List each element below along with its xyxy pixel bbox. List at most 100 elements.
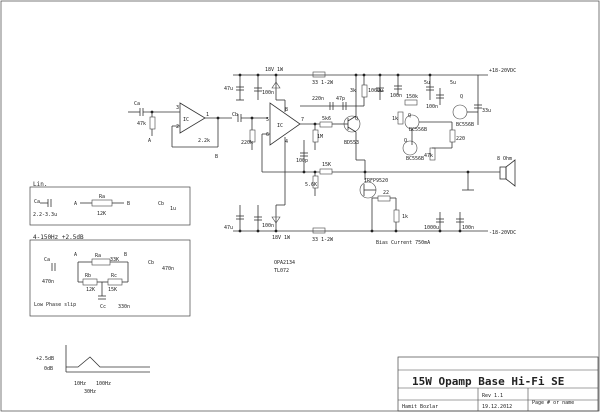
inset-eq: 4-150Hz +2.5dB Ca 470n A B Ra 33K Rb 12K… [29,234,191,317]
svg-text:30Hz: 30Hz [84,389,96,395]
svg-text:150k: 150k [406,94,418,100]
svg-text:330n: 330n [118,304,130,310]
svg-text:33 1-2W: 33 1-2W [312,237,334,243]
svg-text:1k: 1k [392,116,398,122]
svg-text:IRFP9520: IRFP9520 [364,178,388,184]
svg-text:100n: 100n [262,223,274,229]
svg-text:10Hz: 10Hz [74,381,86,387]
svg-text:12K: 12K [97,211,106,217]
svg-text:100Hz: 100Hz [96,381,111,387]
svg-text:220n: 220n [312,96,324,102]
svg-text:47k: 47k [424,153,433,159]
svg-text:5k6: 5k6 [322,116,331,122]
svg-text:1000u: 1000u [424,225,439,231]
inset-eq-rc [107,278,123,286]
negative-rail-label: -18-20VDC [489,230,516,236]
opamp-part-1: OPA2134 [274,260,295,266]
title-block: 15W Opamp Base Hi-Fi SE Hamit Bozlar Rev… [397,356,599,412]
svg-text:4-150Hz +2.5dB: 4-150Hz +2.5dB [33,234,84,241]
svg-text:Ra: Ra [99,194,105,200]
svg-text:5u: 5u [424,80,430,86]
svg-text:18V 1W: 18V 1W [265,67,284,73]
bias-current-label: Bias Current 750mA [376,240,430,246]
r220 [449,129,456,143]
svg-text:1: 1 [206,112,209,118]
svg-text:A: A [148,138,151,144]
svg-text:A: A [74,201,77,207]
svg-text:5.6K: 5.6K [305,182,317,188]
svg-text:Lin.: Lin. [33,181,47,188]
svg-text:100p: 100p [296,158,308,164]
svg-text:1k: 1k [402,214,408,220]
svg-text:100n: 100n [426,104,438,110]
svg-text:4: 4 [285,139,288,145]
svg-text:Ca: Ca [44,257,50,263]
svg-text:BC556B: BC556B [409,127,427,133]
svg-text:220: 220 [456,136,465,142]
svg-text:Cc: Cc [100,304,106,310]
svg-text:2.2k: 2.2k [198,138,210,144]
r1m [312,129,319,143]
opamp-1 [179,102,206,134]
r1k-2 [393,209,400,223]
schematic-title: 15W Opamp Base Hi-Fi SE [412,375,564,388]
bd553-transistor [343,115,361,133]
inset-lin-resistor [91,199,113,207]
svg-text:2.2-3.3u: 2.2-3.3u [33,212,57,218]
svg-text:7: 7 [301,117,304,123]
response-graph: +2.5dB 0dB 10Hz 100Hz 30Hz [36,345,150,395]
svg-text:100n: 100n [262,90,274,96]
r47k-input [149,116,156,130]
svg-text:Cb: Cb [158,201,164,207]
svg-text:B: B [127,201,130,207]
r220-2 [312,175,319,189]
svg-text:1u: 1u [170,206,176,212]
svg-text:IC: IC [277,123,283,129]
inset-eq-ra [91,258,111,266]
inset-lin: Lin. Ca 2.2-3.3u A Ra 12K B Cb 1u [29,181,191,226]
svg-text:Q: Q [460,94,463,100]
bc556-transistor-3 [452,104,468,120]
svg-text:8: 8 [285,107,288,113]
svg-text:100n: 100n [462,225,474,231]
r15k [319,168,333,175]
revision: Rev 1.1 [482,393,503,399]
positive-rail-label: +18-20VDC [489,68,516,74]
svg-text:47k: 47k [137,121,146,127]
svg-text:47p: 47p [336,96,345,102]
svg-text:+2.5dB: +2.5dB [36,356,54,362]
r33-bottom [312,227,326,234]
opamp-2 [269,102,301,146]
svg-text:B: B [124,252,127,258]
r150k [404,99,418,106]
r1k [397,111,404,125]
inset-eq-rb [82,278,98,286]
svg-text:12K: 12K [86,287,95,293]
r5k6 [319,121,333,128]
svg-text:BC556B: BC556B [456,122,474,128]
svg-text:Q: Q [355,116,358,122]
svg-text:100n: 100n [390,93,402,99]
svg-text:IC: IC [183,117,189,123]
svg-text:Ra: Ra [95,253,101,259]
svg-text:18V 1W: 18V 1W [272,235,291,241]
svg-text:B: B [215,154,218,160]
svg-text:470n: 470n [162,266,174,272]
bc556-transistor-2 [402,140,418,156]
svg-text:33 1-2W: 33 1-2W [312,80,334,86]
speaker-cone [505,159,516,187]
svg-text:5u: 5u [450,80,456,86]
speaker-body [499,166,507,180]
r3k [361,84,368,98]
svg-text:A: A [74,252,77,258]
svg-text:Low Phase slip: Low Phase slip [34,302,76,308]
svg-text:1M: 1M [317,134,323,140]
svg-text:3k: 3k [350,88,356,94]
page-name: Page # or name [532,400,574,406]
svg-text:Q: Q [404,138,407,144]
svg-text:Rc: Rc [111,273,117,279]
svg-text:Cb: Cb [148,260,154,266]
r33-top [312,71,326,78]
author-name: Hamit Bozlar [402,404,438,410]
